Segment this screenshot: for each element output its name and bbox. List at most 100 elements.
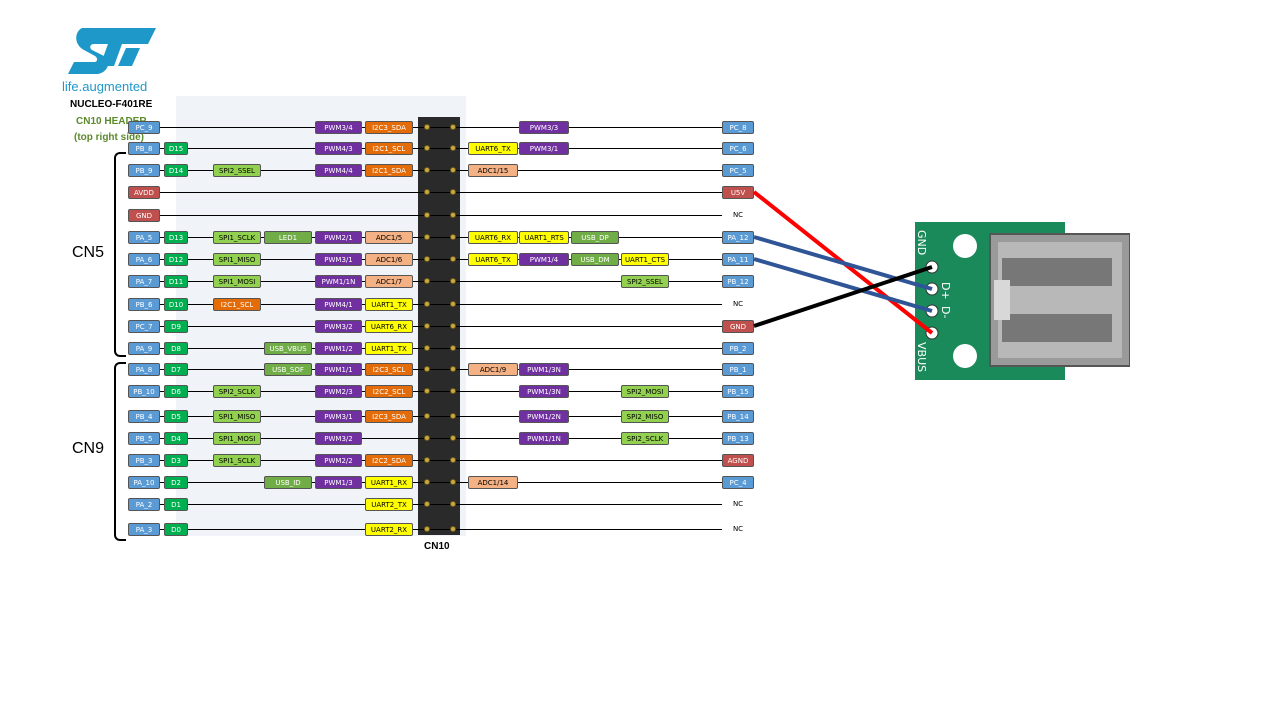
pin-label-arduino: D11 bbox=[164, 275, 188, 288]
row-line bbox=[160, 391, 722, 392]
row-line bbox=[160, 369, 722, 370]
row-line bbox=[160, 304, 722, 305]
pin-label-spi: SPI1_MISO bbox=[213, 253, 261, 266]
header-pin bbox=[450, 526, 456, 532]
pin-label-port: PB_6 bbox=[128, 298, 160, 311]
header-pin bbox=[424, 124, 430, 130]
header-side: (top right side) bbox=[74, 132, 144, 143]
pin-label-arduino: D5 bbox=[164, 410, 188, 423]
pin-label-uart: UART6_TX bbox=[468, 253, 518, 266]
header-pin bbox=[424, 323, 430, 329]
pin-label-pwm: PWM1/1N bbox=[315, 275, 362, 288]
wire-gnd-black bbox=[753, 265, 933, 328]
row-line bbox=[160, 416, 722, 417]
pin-label-port: PA_10 bbox=[128, 476, 160, 489]
pin-label-port: PB_2 bbox=[722, 342, 754, 355]
pin-label-pwm: PWM1/1 bbox=[315, 363, 362, 376]
pin-label-uart: UART1_RTS bbox=[519, 231, 569, 244]
header-pin bbox=[450, 256, 456, 262]
usb-pin-gnd: GND bbox=[915, 230, 928, 255]
pin-label-arduino: D1 bbox=[164, 498, 188, 511]
header-pin bbox=[424, 345, 430, 351]
pin-label-uart: UART2_RX bbox=[365, 523, 413, 536]
pin-label-pwm: PWM1/4 bbox=[519, 253, 569, 266]
pin-label-port: PB_9 bbox=[128, 164, 160, 177]
row-line bbox=[160, 259, 722, 260]
header-pin bbox=[450, 234, 456, 240]
pin-label-pwm: PWM2/1 bbox=[315, 231, 362, 244]
pin-label-pwm: PWM1/2N bbox=[519, 410, 569, 423]
pin-label-adc: ADC1/7 bbox=[365, 275, 413, 288]
pin-label-pwm: PWM3/2 bbox=[315, 320, 362, 333]
pin-label-uart: UART1_CTS bbox=[621, 253, 669, 266]
pin-label-usb: USB_ID bbox=[264, 476, 312, 489]
pin-label-nc: NC bbox=[722, 498, 754, 511]
pin-label-port: PB_12 bbox=[722, 275, 754, 288]
pin-label-port: PB_15 bbox=[722, 385, 754, 398]
pin-label-pwm: PWM3/3 bbox=[519, 121, 569, 134]
pin-label-arduino: D9 bbox=[164, 320, 188, 333]
header-pin bbox=[424, 435, 430, 441]
pin-label-arduino: D8 bbox=[164, 342, 188, 355]
pin-label-arduino: D3 bbox=[164, 454, 188, 467]
row-line bbox=[160, 438, 722, 439]
pin-label-i2c: I2C3_SDA bbox=[365, 410, 413, 423]
pin-label-power: U5V bbox=[722, 186, 754, 199]
pin-label-pwm: PWM4/4 bbox=[315, 164, 362, 177]
cn10-label: CN10 bbox=[424, 541, 450, 552]
pin-label-uart: UART6_RX bbox=[365, 320, 413, 333]
pin-label-power: GND bbox=[128, 209, 160, 222]
pin-label-adc: ADC1/5 bbox=[365, 231, 413, 244]
row-line bbox=[160, 170, 722, 171]
pin-label-uart: UART6_RX bbox=[468, 231, 518, 244]
row-line bbox=[160, 460, 722, 461]
pin-label-spi: SPI2_SSEL bbox=[621, 275, 669, 288]
pin-label-pwm: PWM1/3N bbox=[519, 363, 569, 376]
row-line bbox=[160, 127, 722, 128]
header-pin bbox=[424, 234, 430, 240]
pin-label-usb: USB_DM bbox=[571, 253, 619, 266]
pin-label-i2c: I2C1_SCL bbox=[213, 298, 261, 311]
header-pin bbox=[450, 457, 456, 463]
pin-label-port: PA_8 bbox=[128, 363, 160, 376]
pin-label-port: PC_6 bbox=[722, 142, 754, 155]
pin-label-port: PA_6 bbox=[128, 253, 160, 266]
pin-label-spi: SPI1_MOSI bbox=[213, 275, 261, 288]
pin-label-port: PB_3 bbox=[128, 454, 160, 467]
pin-label-port: PB_4 bbox=[128, 410, 160, 423]
pin-label-spi: SPI2_SSEL bbox=[213, 164, 261, 177]
pin-label-nc: NC bbox=[722, 523, 754, 536]
pin-label-port: PA_2 bbox=[128, 498, 160, 511]
tagline: life.augmented bbox=[62, 79, 148, 94]
pin-label-usb: LED1 bbox=[264, 231, 312, 244]
header-pin bbox=[424, 388, 430, 394]
pin-label-pwm: PWM4/1 bbox=[315, 298, 362, 311]
cn5-label: CN5 bbox=[72, 244, 105, 261]
header-pin bbox=[450, 167, 456, 173]
pin-label-port: PC_9 bbox=[128, 121, 160, 134]
pin-label-pwm: PWM3/1 bbox=[315, 253, 362, 266]
wire-vbus-red bbox=[752, 190, 934, 335]
cn9-bracket bbox=[114, 362, 126, 541]
pin-label-usb: USB_VBUS bbox=[264, 342, 312, 355]
header-pin bbox=[450, 212, 456, 218]
pin-label-arduino: D0 bbox=[164, 523, 188, 536]
usb-pin-dplus: D+ bbox=[939, 282, 952, 300]
pin-label-i2c: I2C3_SDA bbox=[365, 121, 413, 134]
pin-label-i2c: I2C1_SCL bbox=[365, 142, 413, 155]
pin-label-port: PB_14 bbox=[722, 410, 754, 423]
header-pin bbox=[424, 189, 430, 195]
header-pin bbox=[424, 278, 430, 284]
pin-label-nc: NC bbox=[722, 298, 754, 311]
wire-dminus-blue bbox=[753, 257, 933, 313]
pin-label-port: PA_5 bbox=[128, 231, 160, 244]
pin-label-usb: USB_DP bbox=[571, 231, 619, 244]
pin-label-uart: UART6_TX bbox=[468, 142, 518, 155]
pin-label-uart: UART1_TX bbox=[365, 342, 413, 355]
pin-label-adc: ADC1/15 bbox=[468, 164, 518, 177]
pin-label-pwm: PWM3/1 bbox=[315, 410, 362, 423]
pin-label-nc: NC bbox=[722, 209, 754, 222]
usb-breakout-board: GND D+ D- VBUS bbox=[915, 222, 1130, 380]
pin-label-port: PB_1 bbox=[722, 363, 754, 376]
